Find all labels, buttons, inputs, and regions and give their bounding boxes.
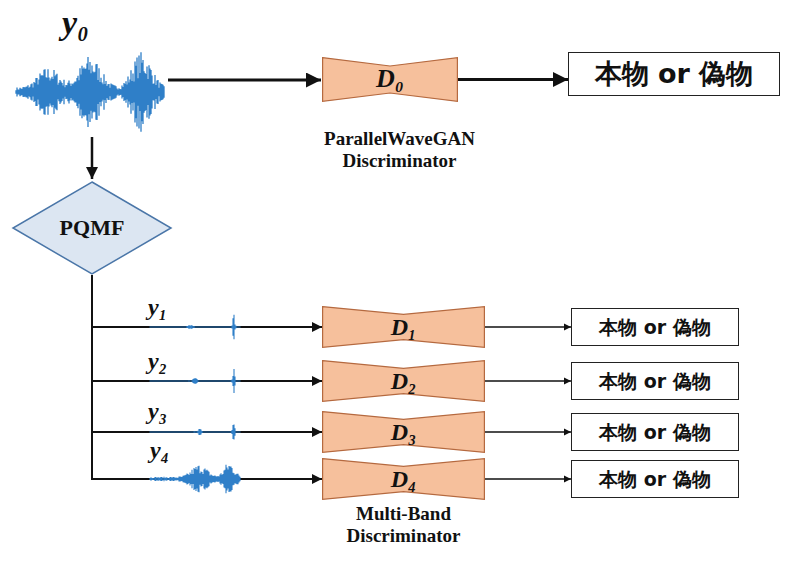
- node-label: PQMF: [60, 216, 125, 240]
- connector-arrow: [485, 478, 571, 480]
- discriminator-outline: [323, 58, 458, 102]
- signal-label: y₀: [62, 6, 89, 40]
- discriminator-block: D₄: [322, 458, 485, 500]
- output-box: 本物 or 偽物: [571, 362, 739, 400]
- discriminator-block: D₁: [322, 306, 485, 348]
- node-label: D₁: [391, 314, 417, 340]
- connector-arrow: [92, 275, 322, 432]
- panel-ground: [262, 42, 537, 184]
- connector-arrow: [92, 275, 322, 327]
- discriminator-outline: [323, 459, 485, 500]
- discriminator-panel: D₁ D₂ D₃ D₄ Multi-Band Discriminator: [280, 295, 527, 571]
- signal-label: y₄: [150, 438, 169, 462]
- output-box: 本物 or 偽物: [571, 413, 739, 451]
- output-box: 本物 or 偽物: [568, 52, 780, 96]
- panel-ground: [280, 295, 527, 571]
- connector-arrow: [485, 326, 571, 328]
- diamond-outline: [13, 182, 171, 274]
- waveform: [16, 52, 164, 131]
- discriminator-block: D₃: [322, 411, 485, 453]
- signal-arrow: [168, 79, 321, 82]
- node-label: 本物 or 偽物: [599, 469, 711, 490]
- discriminator-block: D₂: [322, 360, 485, 402]
- pqmf-diamond: PQMF: [12, 181, 172, 275]
- panel-title: ParallelWaveGAN Discriminator: [305, 128, 495, 172]
- node-label: D₃: [391, 419, 417, 445]
- discriminator-block: D₀: [322, 57, 458, 102]
- signal-label: y₃: [148, 399, 167, 423]
- node-label: D₄: [391, 466, 417, 492]
- connector-arrow: [485, 431, 571, 433]
- node-label: 本物 or 偽物: [599, 422, 711, 443]
- discriminator-outline: [323, 307, 485, 348]
- discriminator-outline: [323, 412, 485, 453]
- output-box: 本物 or 偽物: [571, 460, 739, 498]
- signal-label: y₁: [148, 295, 167, 319]
- connector-arrow: [485, 380, 571, 382]
- discriminator-outline: [323, 361, 485, 402]
- panel-title: Multi-Band Discriminator: [329, 503, 479, 547]
- node-label: 本物 or 偽物: [599, 371, 711, 392]
- signal-arrow: [91, 137, 94, 179]
- connector-arrow: [92, 275, 322, 381]
- node-label: 本物 or 偽物: [595, 59, 754, 89]
- subband-waveform: [150, 465, 240, 493]
- output-box: 本物 or 偽物: [571, 308, 739, 346]
- connector-arrow: [92, 275, 322, 479]
- connector-arrow: [458, 78, 568, 81]
- node-label: 本物 or 偽物: [599, 317, 711, 338]
- discriminator-panel: D₀ ParallelWaveGAN Discriminator: [262, 42, 537, 184]
- signal-label: y₂: [148, 349, 167, 373]
- node-label: D₀: [376, 65, 404, 94]
- node-label: D₂: [391, 368, 417, 394]
